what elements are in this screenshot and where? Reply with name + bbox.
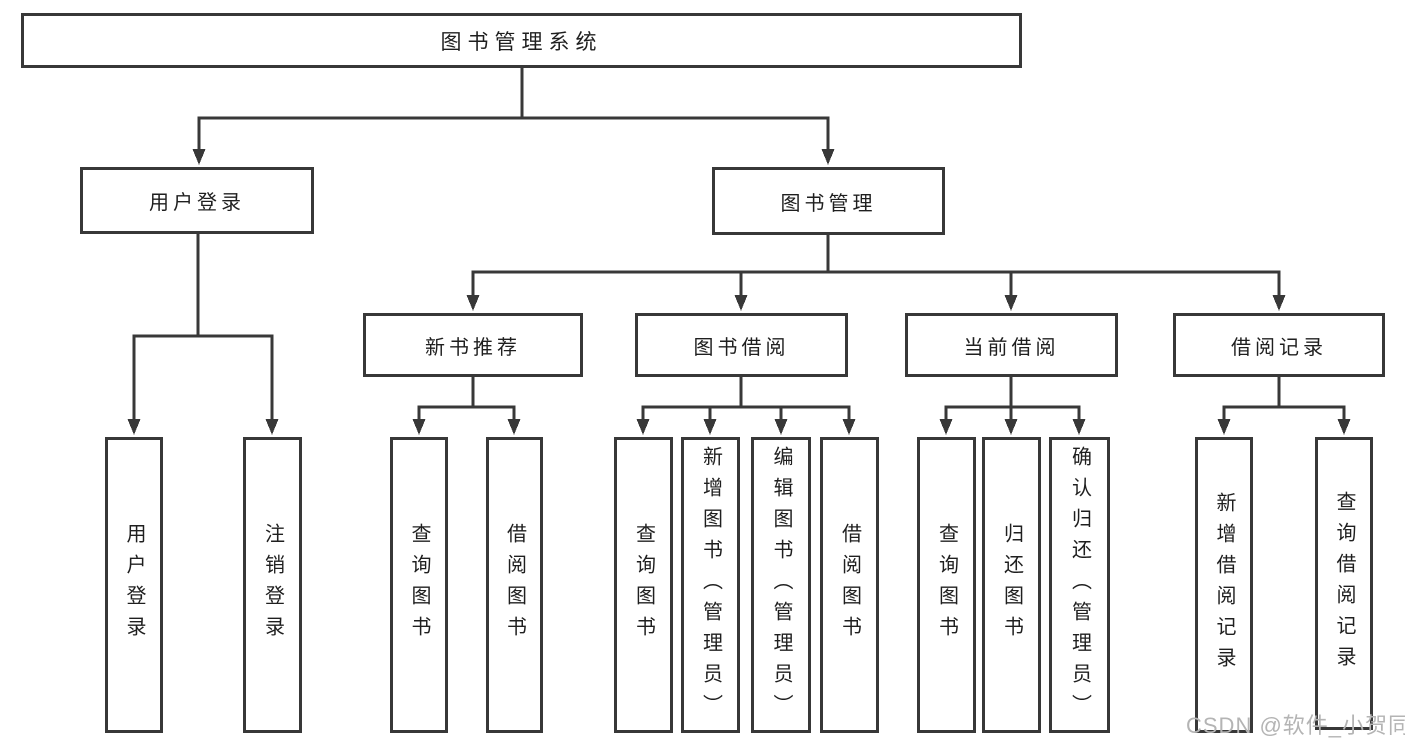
node-label: 用户登录 — [123, 523, 145, 647]
node-label: 借阅图书 — [838, 523, 861, 647]
node-label: 图书管理系统 — [440, 30, 603, 54]
node-library-management-system: 图书管理系统 — [21, 13, 1022, 68]
node-borrow-books-borrowing: 借阅图书 — [820, 437, 879, 733]
csdn-watermark: CSDN @软件_小贺同学 — [1186, 713, 1405, 738]
node-user-login-leaf: 用户登录 — [105, 437, 163, 733]
node-add-borrow-record: 新增借阅记录 — [1195, 437, 1253, 733]
node-label: 确认归还（管理员） — [1068, 445, 1091, 725]
node-label: 用户登录 — [149, 192, 245, 214]
node-label: 查询图书 — [632, 523, 655, 647]
node-return-books: 归还图书 — [982, 437, 1041, 733]
node-borrow-books-recommend: 借阅图书 — [486, 437, 543, 733]
node-book-management: 图书管理 — [712, 167, 945, 235]
node-borrowing-records: 借阅记录 — [1173, 313, 1385, 377]
node-label: 注销登录 — [261, 523, 284, 647]
node-label: 归还图书 — [1000, 523, 1023, 647]
node-label: 查询图书 — [408, 523, 430, 647]
node-new-book-recommendation: 新书推荐 — [363, 313, 583, 377]
node-edit-books-admin: 编辑图书（管理员） — [751, 437, 811, 733]
node-label: 图书借阅 — [693, 336, 790, 359]
node-label: 查询图书 — [935, 523, 958, 647]
node-confirm-return-admin: 确认归还（管理员） — [1049, 437, 1110, 733]
node-query-books-current: 查询图书 — [917, 437, 976, 733]
node-label: 编辑图书（管理员） — [770, 445, 792, 725]
node-query-borrow-record: 查询借阅记录 — [1315, 437, 1373, 730]
node-label: 借阅记录 — [1231, 336, 1327, 359]
node-add-books-admin: 新增图书（管理员） — [681, 437, 740, 733]
node-label: 新增图书（管理员） — [699, 445, 722, 725]
node-label: 查询借阅记录 — [1333, 490, 1355, 677]
node-logout-leaf: 注销登录 — [243, 437, 302, 733]
node-query-books-recommend: 查询图书 — [390, 437, 448, 733]
node-label: 新增借阅记录 — [1213, 492, 1235, 678]
node-user-login: 用户登录 — [80, 167, 314, 234]
node-current-borrowing: 当前借阅 — [905, 313, 1118, 377]
node-label: 新书推荐 — [425, 336, 521, 359]
node-query-books-borrowing: 查询图书 — [614, 437, 673, 733]
node-label: 借阅图书 — [503, 523, 526, 647]
node-book-borrowing: 图书借阅 — [635, 313, 848, 377]
node-label: 当前借阅 — [963, 336, 1060, 359]
node-label: 图书管理 — [780, 192, 877, 215]
